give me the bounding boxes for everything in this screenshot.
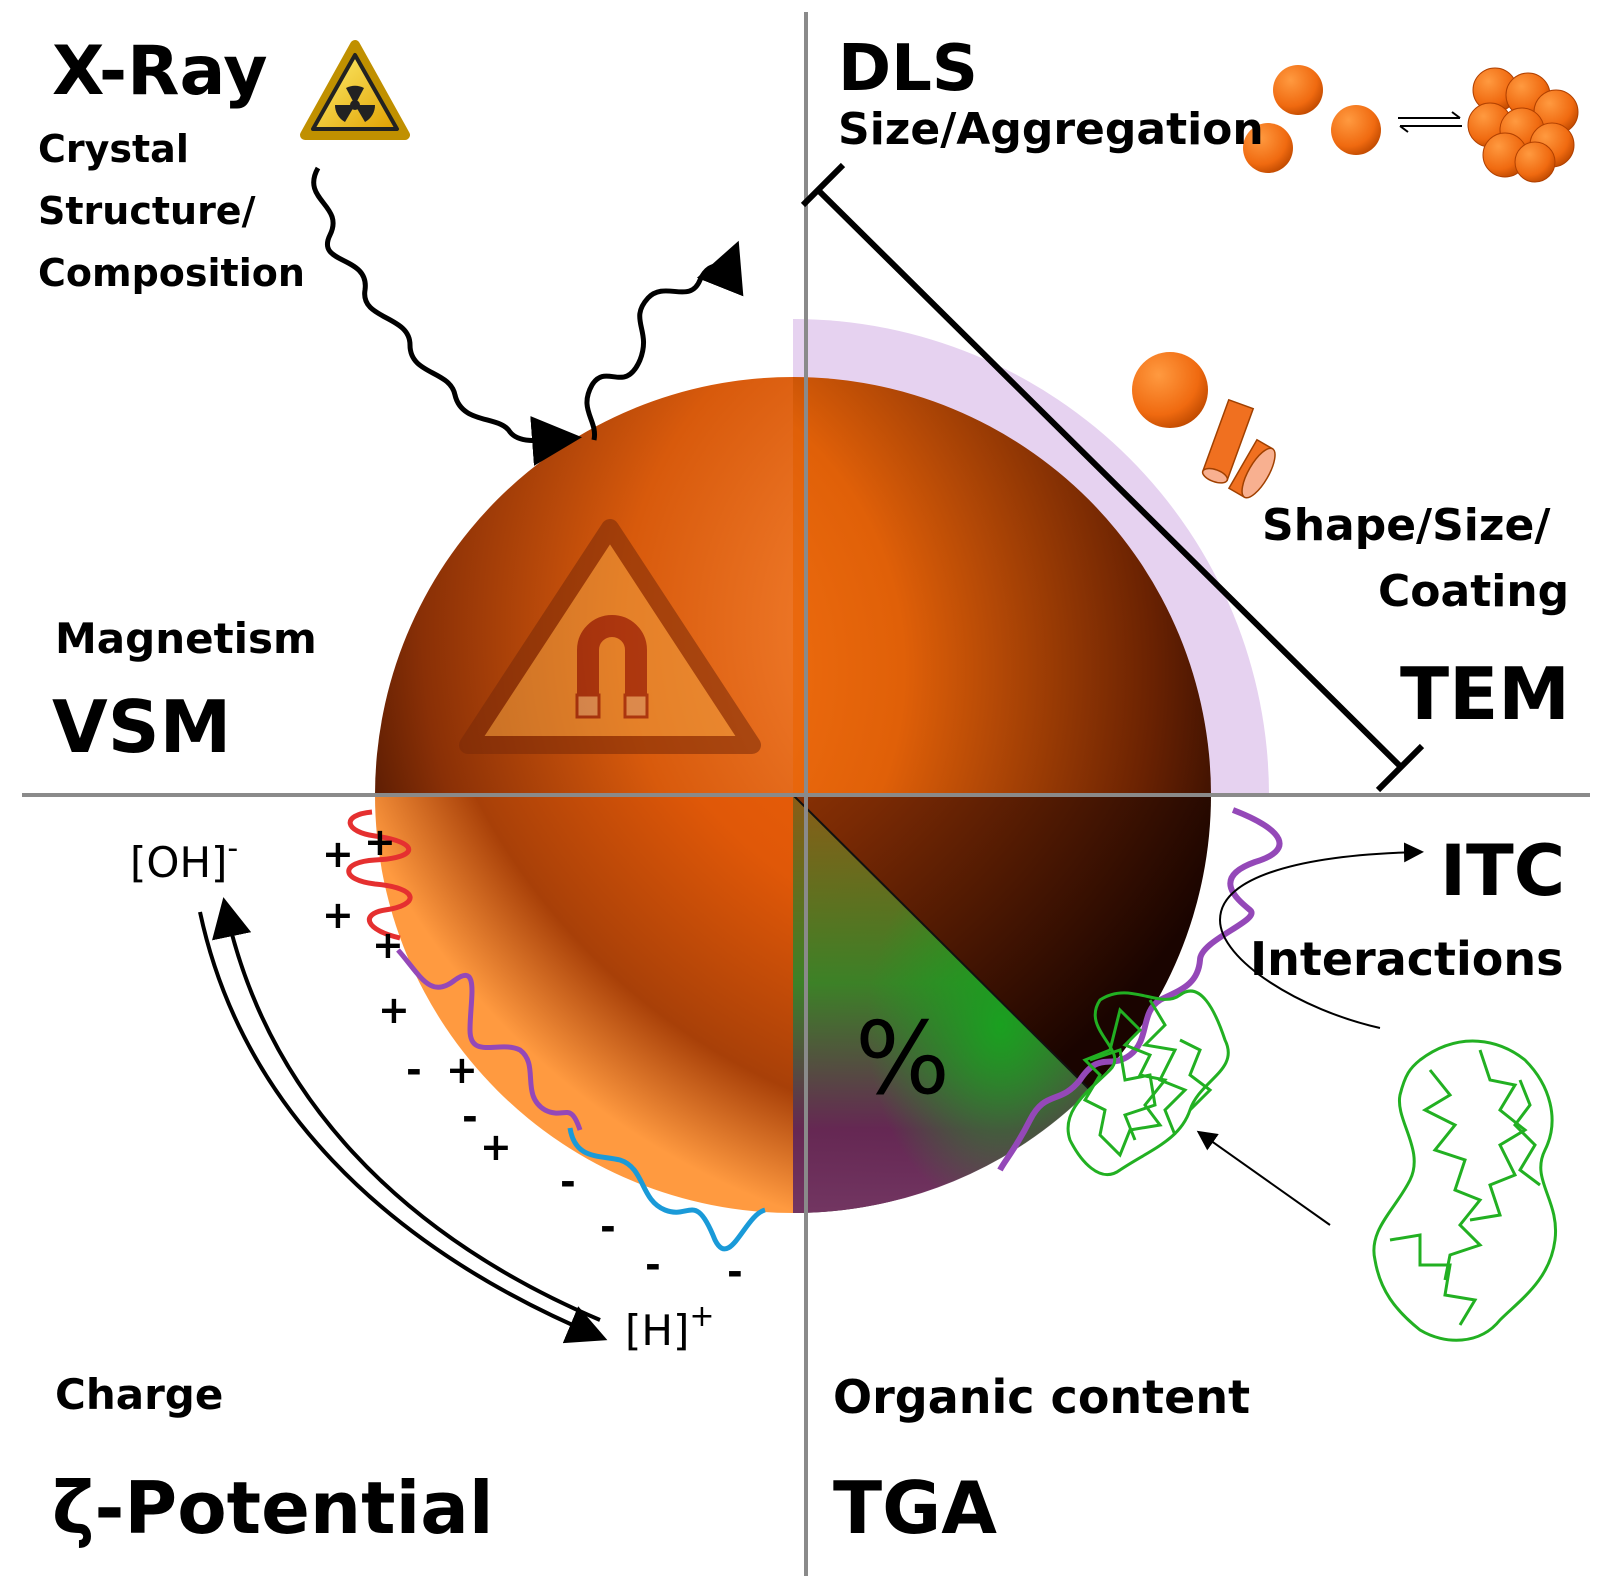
xray-property-line-1: Crystal xyxy=(38,127,189,171)
nanoparticle-shapes-icon xyxy=(1132,352,1276,499)
itc-arrow xyxy=(1218,842,1424,1029)
ligand-purple-right xyxy=(997,807,1283,1172)
zeta-potential-method-label: ζ-Potential xyxy=(52,1466,494,1550)
size-bracket xyxy=(800,162,1425,793)
interactions-label: Interactions xyxy=(1250,932,1564,986)
nanoparticle-aggregation-icon xyxy=(1243,65,1579,183)
magnetism-label: Magnetism xyxy=(55,614,317,663)
xray-diffracted-wave xyxy=(584,240,744,441)
binding-arrow xyxy=(1196,1130,1331,1226)
ligand-red xyxy=(346,809,413,941)
proton-label: [H]+ xyxy=(625,1299,715,1355)
protein-structure-icon xyxy=(1066,989,1230,1177)
ligand-purple-left xyxy=(396,948,583,1131)
proton-text: [H] xyxy=(625,1306,690,1355)
surface-charge-minus: - xyxy=(600,1205,616,1249)
surface-charge-plus: + xyxy=(378,988,410,1032)
proton-charge: + xyxy=(689,1299,715,1334)
surface-charge-minus: - xyxy=(727,1250,743,1294)
surface-charge-minus: - xyxy=(560,1160,576,1204)
hydroxide-charge: - xyxy=(227,831,239,866)
ph-arrow-up xyxy=(212,897,601,1322)
ligand-blue xyxy=(567,1127,767,1252)
tem-method-label: TEM xyxy=(1400,652,1570,736)
xray-incoming-wave xyxy=(311,166,582,466)
organic-percent-symbol: % xyxy=(855,1000,951,1117)
magnet-warning-icon xyxy=(459,519,761,754)
xray-property-line-2: Structure/ xyxy=(38,189,256,233)
tem-property-line-2: Coating xyxy=(1378,566,1570,617)
protein-structure-detail xyxy=(1372,1039,1558,1342)
dls-property-label: Size/Aggregation xyxy=(838,104,1264,155)
surface-charge-plus: + xyxy=(364,820,396,864)
surface-charge-minus: - xyxy=(462,1095,478,1139)
surface-charge-plus: + xyxy=(480,1125,512,1169)
surface-charge-plus: + xyxy=(322,893,354,937)
itc-method-label: ITC xyxy=(1440,830,1566,912)
tem-property-line-1: Shape/Size/ xyxy=(1262,500,1551,551)
surface-charge-plus: + xyxy=(446,1048,478,1092)
xray-property-line-3: Composition xyxy=(38,251,305,295)
tga-method-label: TGA xyxy=(833,1466,997,1550)
vsm-method-label: VSM xyxy=(52,685,232,769)
organic-content-label: Organic content xyxy=(833,1370,1251,1424)
surface-charge-minus: - xyxy=(645,1243,661,1287)
organic-content-wedge xyxy=(792,794,1091,1214)
charge-label: Charge xyxy=(55,1370,224,1419)
hydroxide-label: [OH]- xyxy=(130,831,238,887)
hydroxide-text: [OH] xyxy=(130,838,228,887)
surface-charge-minus: - xyxy=(406,1048,422,1092)
surface-charge-plus: + xyxy=(322,832,354,876)
surface-charge-plus: + xyxy=(372,923,404,967)
xray-method-label: X-Ray xyxy=(52,32,268,111)
ph-arrow-down xyxy=(198,911,608,1344)
radiation-icon xyxy=(300,40,410,140)
dls-method-label: DLS xyxy=(838,32,978,106)
